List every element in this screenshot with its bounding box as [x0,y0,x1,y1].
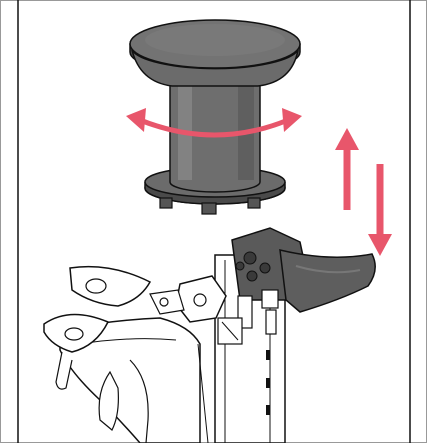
mounting-bracket-icon [43,227,376,443]
rotate-arrow-icon [126,108,302,138]
rotary-knob-icon [129,19,301,215]
background-rail [17,0,411,443]
up-down-arrow-icon [335,128,392,256]
